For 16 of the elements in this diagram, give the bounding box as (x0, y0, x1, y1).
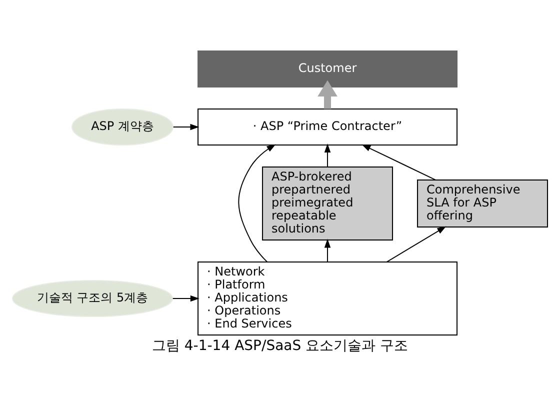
node-box: Comprehensive SLA for ASP offering (417, 179, 548, 227)
node-ellipse: ASP 계약층 (72, 108, 174, 145)
arrow (386, 226, 446, 262)
arrow (172, 123, 200, 130)
arrow (324, 238, 331, 262)
arrow (318, 80, 338, 108)
node-box: Customer (198, 50, 458, 87)
arrow (362, 144, 436, 180)
node-box: ASP-brokered prepartnered preimegrated repeatable solutions (262, 166, 394, 240)
arrow (238, 144, 276, 262)
node-box: · ASP “Prime Contracter” (198, 108, 458, 145)
arrow (324, 143, 331, 167)
node-ellipse: 기술적 구조의 5계층 (12, 280, 174, 316)
arrow (172, 294, 200, 302)
node-box: · Network · Platform · Applications · Operations · End Services (198, 261, 458, 335)
caption: 그림 4-1-14 ASP/SaaS 요소기술과 구조 (152, 338, 408, 354)
